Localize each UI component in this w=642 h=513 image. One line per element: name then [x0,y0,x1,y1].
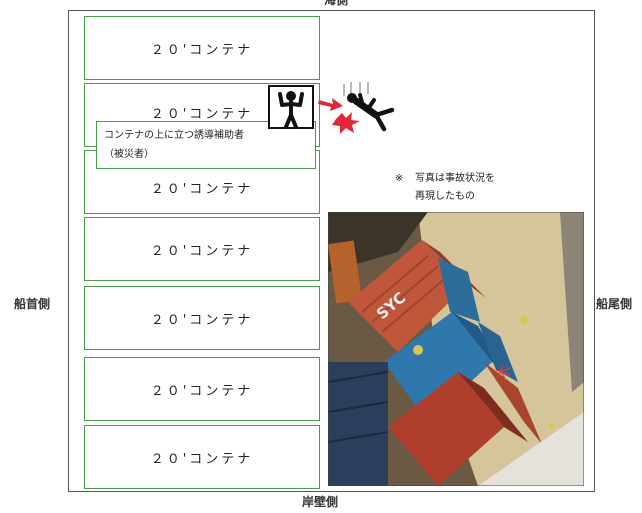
container-box: ２０'コンテナ [84,286,320,350]
container-label: ２０'コンテナ [150,42,254,58]
guide-assistant-callout: コンテナの上に立つ誘導補助者 （被災者） [96,121,316,169]
person-falling-icon [332,82,395,134]
container-box: ２０'コンテナ [84,425,320,489]
container-box: ２０'コンテナ [84,16,320,80]
callout-line-2: （被災者） [104,149,154,160]
arrow-icon [318,98,343,111]
label-quay-side: 岸壁側 [302,495,339,509]
container-label: ２０'コンテナ [150,181,254,197]
callout-line-1: コンテナの上に立つ誘導補助者 [104,130,244,141]
note-line-2: 再現したもの [415,191,475,202]
label-bow-side: 船首側 [14,297,51,311]
note-line-1: 写真は事故状況を [415,173,495,184]
cargo-hold-frame [68,10,595,492]
container-box: ２０'コンテナ [84,357,320,421]
accident-photo: SYC 木 [328,212,584,486]
photo-note: ※ 写真は事故状況を 再現したもの [395,170,495,206]
label-stern-side: 船尾側 [596,297,633,311]
container-label: ２０'コンテナ [150,243,254,259]
container-label: ２０'コンテナ [150,312,254,328]
container-box: ２０'コンテナ [84,217,320,281]
note-mark: ※ [395,173,404,184]
container-label: ２０'コンテナ [150,383,254,399]
container-label: ２０'コンテナ [150,106,254,122]
person-standing-icon [268,85,314,129]
svg-text:木: 木 [492,362,515,384]
container-label: ２０'コンテナ [150,451,254,467]
label-sea-side: 海側 [324,0,349,7]
